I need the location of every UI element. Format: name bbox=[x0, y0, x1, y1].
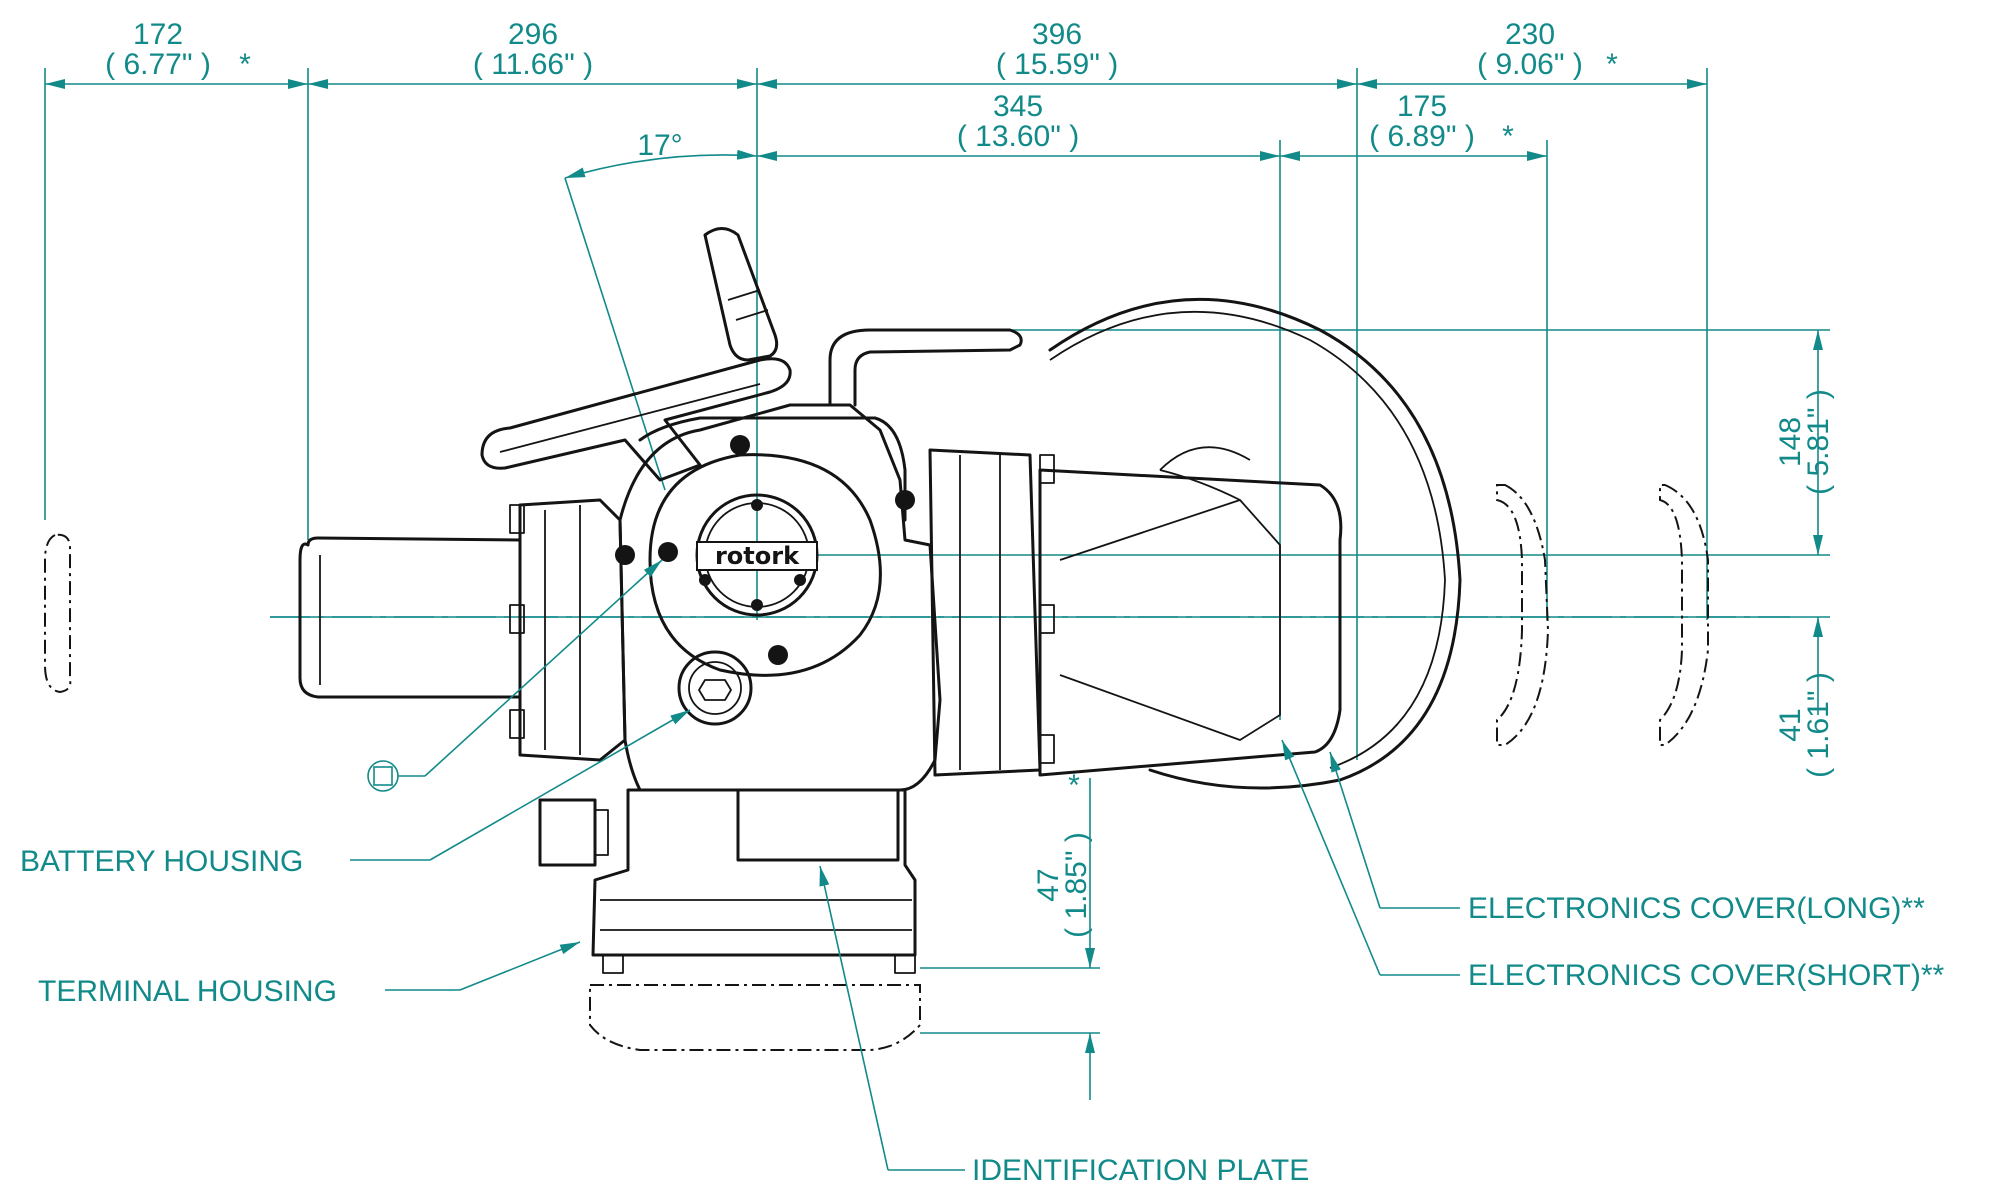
dim-175-mark: * bbox=[1502, 120, 1514, 153]
left-cover-phantom bbox=[44, 533, 72, 694]
identification-plate bbox=[736, 788, 900, 862]
top-pipe bbox=[828, 328, 1023, 407]
dim-396-mm: 396 bbox=[1032, 18, 1082, 51]
rotork-logo: rotork bbox=[715, 542, 800, 570]
dim-angle-17: 17° bbox=[637, 129, 682, 162]
battery-cap bbox=[677, 650, 753, 726]
dim-175-in: ( 6.89" ) bbox=[1369, 120, 1475, 153]
square-drive-icon bbox=[367, 760, 399, 792]
dimension-lines bbox=[44, 68, 1830, 1100]
motor-housing bbox=[298, 536, 522, 699]
gear-ring bbox=[648, 453, 882, 677]
dim-47-mm: 47 bbox=[1032, 868, 1065, 901]
callout-labels: BATTERY HOUSING TERMINAL HOUSING ELECTRO… bbox=[20, 845, 1945, 1187]
dim-148-in: ( 5.81" ) bbox=[1802, 389, 1835, 495]
label-terminal-housing: TERMINAL HOUSING bbox=[38, 975, 337, 1008]
long-cover-phantom bbox=[1659, 484, 1709, 746]
callout-leaders bbox=[350, 709, 1460, 1171]
dim-345-in: ( 13.60" ) bbox=[957, 120, 1079, 153]
short-cover-phantom bbox=[1496, 484, 1550, 746]
left-flange bbox=[518, 498, 627, 762]
dim-230-in: ( 9.06" ) bbox=[1477, 48, 1583, 81]
handwheel-knob bbox=[703, 227, 779, 362]
dim-230-mm: 230 bbox=[1505, 18, 1555, 51]
dim-148-mm: 148 bbox=[1774, 417, 1807, 467]
right-flange bbox=[928, 448, 1042, 777]
label-identification-plate: IDENTIFICATION PLATE bbox=[972, 1154, 1309, 1187]
dim-345-mm: 345 bbox=[993, 90, 1043, 123]
dim-47-mark: * bbox=[1068, 769, 1080, 802]
dim-172-in: ( 6.77" ) bbox=[105, 48, 211, 81]
label-electronics-cover-long: ELECTRONICS COVER(LONG)** bbox=[1468, 892, 1925, 925]
cable-gland bbox=[538, 798, 597, 867]
label-electronics-cover-short: ELECTRONICS COVER(SHORT)** bbox=[1468, 959, 1945, 992]
dim-175-mm: 175 bbox=[1397, 90, 1447, 123]
actuator-body: rotork bbox=[44, 227, 1709, 1051]
handwheel-spoke bbox=[480, 357, 792, 482]
dim-172-mark: * bbox=[239, 48, 251, 81]
dim-41-in: ( 1.61" ) bbox=[1802, 672, 1835, 778]
dim-41-mm: 41 bbox=[1774, 708, 1807, 741]
dim-396-in: ( 15.59" ) bbox=[996, 48, 1118, 81]
dim-172-mm: 172 bbox=[133, 18, 183, 51]
dim-47-in: ( 1.85" ) bbox=[1060, 832, 1093, 938]
dimension-text: 172 ( 6.77" ) * 296 ( 11.66" ) 396 ( 15.… bbox=[105, 18, 1835, 938]
gearbox-case bbox=[618, 403, 942, 792]
label-battery-housing: BATTERY HOUSING bbox=[20, 845, 303, 878]
dim-296-in: ( 11.66" ) bbox=[473, 48, 593, 81]
dim-230-mark: * bbox=[1606, 48, 1618, 81]
electronics-housing bbox=[1038, 468, 1343, 777]
dim-296-mm: 296 bbox=[508, 18, 558, 51]
terminal-cover-phantom bbox=[589, 984, 921, 1051]
